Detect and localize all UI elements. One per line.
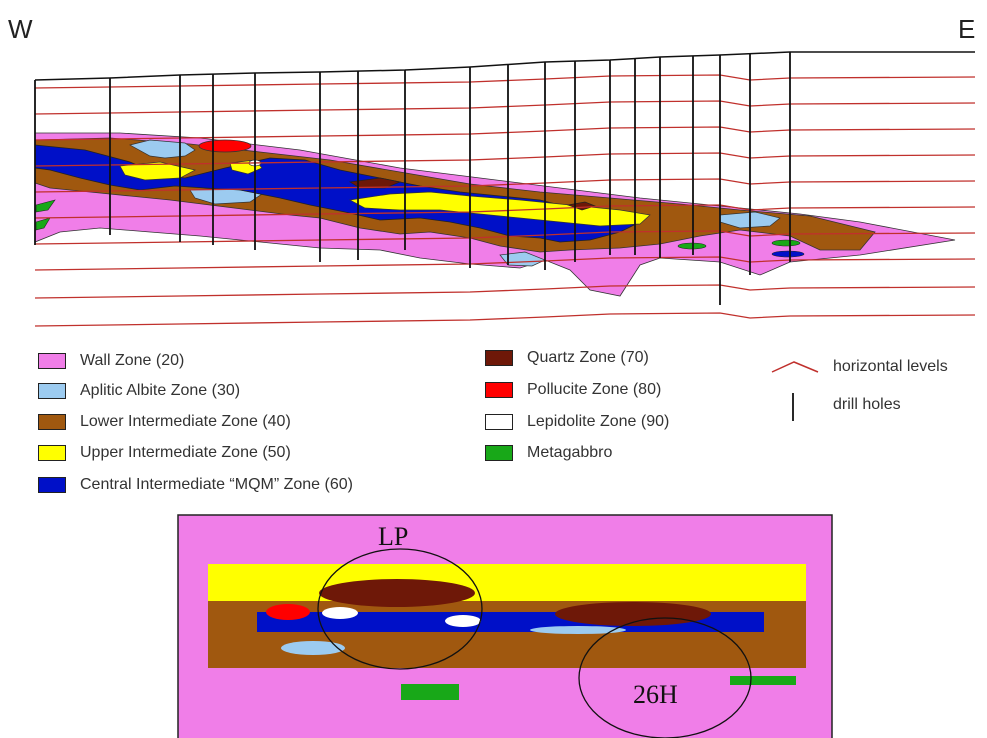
horizontal-levels-label: horizontal levels: [833, 358, 948, 375]
legend-label-lepidolite-zone: Lepidolite Zone (90): [527, 413, 670, 430]
horizontal-level: [34, 152, 976, 167]
horizontal-level: [34, 74, 976, 89]
horizontal-levels: [34, 74, 976, 327]
legend-swatch-metagabbro: [485, 445, 513, 461]
lp-outline: [317, 548, 483, 670]
model-lepidolite-zone: [445, 615, 481, 627]
legend-label-aplitic-albite-zone: Aplitic Albite Zone (30): [80, 382, 241, 399]
surface-profile: [34, 51, 975, 81]
horizontal-level: [34, 256, 976, 271]
zone-body: [34, 132, 956, 297]
legend-swatch-pollucite-zone: [485, 382, 513, 398]
legend-item-upper-intermediate-zone: Upper Intermediate Zone (50): [38, 443, 291, 463]
model-metagabbro: [401, 684, 459, 700]
horizontal-levels-symbol: [771, 361, 819, 373]
legend-item-quartz-zone: Quartz Zone (70): [485, 348, 649, 368]
legend-swatch-lepidolite-zone: [485, 414, 513, 430]
model-upper-intermediate-zone: [208, 564, 806, 602]
model-quartz-zone: [555, 602, 711, 626]
pollucite-zone: [198, 139, 252, 153]
central-intermediate-zone: [771, 250, 805, 258]
cross-section: [34, 51, 976, 327]
metagabbro: [677, 242, 707, 250]
horizontal-level: [34, 204, 976, 219]
legend-label-pollucite-zone: Pollucite Zone (80): [527, 381, 662, 398]
legend-swatch-wall-zone: [38, 353, 66, 369]
model-aplitic-albite-zone: [530, 626, 626, 634]
legend-item-aplitic-albite-zone: Aplitic Albite Zone (30): [38, 381, 240, 401]
legend-swatch-central-intermediate-zone: [38, 477, 66, 493]
lp-label: LP: [378, 522, 409, 551]
legend-label-quartz-zone: Quartz Zone (70): [527, 349, 649, 366]
drill-holes-symbol: [792, 393, 794, 421]
horizontal-level: [34, 100, 976, 115]
legend-label-upper-intermediate-zone: Upper Intermediate Zone (50): [80, 444, 291, 461]
model-lepidolite-zone: [322, 607, 358, 619]
legend-swatch-lower-intermediate-zone: [38, 414, 66, 430]
drill-holes: [34, 52, 791, 305]
model-lower-intermediate-zone: [208, 601, 806, 668]
legend-swatch-aplitic-albite-zone: [38, 383, 66, 399]
model-quartz-zone: [319, 579, 475, 607]
aplitic-albite-zone: [129, 139, 196, 159]
26h-outline: [578, 617, 752, 738]
legend-item-lower-intermediate-zone: Lower Intermediate Zone (40): [38, 412, 291, 432]
horizontal-level: [34, 178, 976, 193]
metagabbro: [35, 217, 51, 231]
legend-label-central-intermediate-zone: Central Intermediate “MQM” Zone (60): [80, 476, 353, 493]
west-label: W: [8, 14, 33, 44]
model-wall-zone: [177, 514, 833, 738]
east-label: E: [958, 14, 976, 44]
legend-label-lower-intermediate-zone: Lower Intermediate Zone (40): [80, 413, 291, 430]
horizontal-level: [34, 312, 976, 327]
legend-item-wall-zone: Wall Zone (20): [38, 351, 184, 371]
model-central-intermediate-zone: [257, 612, 764, 632]
legend-label-metagabbro: Metagabbro: [527, 444, 613, 461]
horizontal-level: [34, 126, 976, 141]
metagabbro: [35, 199, 56, 213]
legend-item-pollucite-zone: Pollucite Zone (80): [485, 380, 661, 400]
drill-holes-label: drill holes: [833, 396, 901, 413]
legend-item-central-intermediate-zone: Central Intermediate “MQM” Zone (60): [38, 475, 353, 495]
model-aplitic-albite-zone: [281, 641, 345, 655]
model-metagabbro: [730, 676, 796, 685]
legend-label-wall-zone: Wall Zone (20): [80, 352, 185, 369]
model-pollucite-zone: [266, 604, 310, 620]
horizontal-level: [34, 284, 976, 299]
legend-swatch-upper-intermediate-zone: [38, 445, 66, 461]
legend-item-metagabbro: Metagabbro: [485, 443, 612, 463]
metagabbro: [771, 239, 801, 247]
26h-label: 26H: [633, 680, 678, 709]
horizontal-level: [34, 230, 976, 245]
legend-swatch-quartz-zone: [485, 350, 513, 366]
legend-item-lepidolite-zone: Lepidolite Zone (90): [485, 412, 669, 432]
